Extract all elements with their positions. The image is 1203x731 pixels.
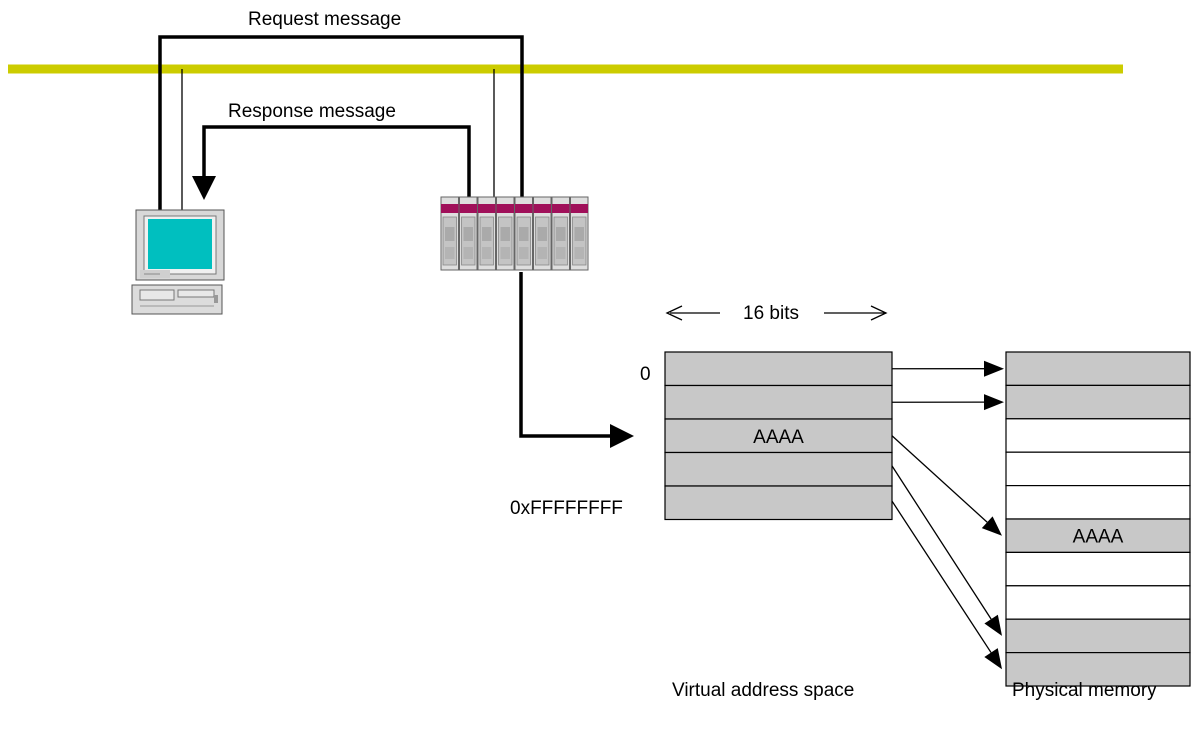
physical-cell [1005, 551, 1191, 587]
virtual-cell-label: AAAA [753, 427, 804, 448]
plc-module [440, 196, 459, 271]
virtual-cell [664, 451, 893, 487]
mapping-arrow-head [984, 614, 1002, 636]
physical-cell [1005, 585, 1191, 620]
plc-module [533, 196, 552, 271]
physical-cell-label: AAAA [1073, 527, 1124, 548]
plc-module [496, 196, 515, 271]
response-message-path [192, 125, 471, 200]
virtual-address-space-caption: Virtual address space [672, 680, 854, 701]
virtual-cell [664, 485, 893, 521]
mapping-arrow-head [984, 648, 1002, 670]
mapping-arrow [891, 435, 988, 523]
address-start-label: 0 [640, 364, 651, 385]
physical-memory-caption: Physical memory [1012, 680, 1157, 701]
virtual-cell [664, 384, 893, 420]
plc-module [514, 196, 533, 271]
physical-cell [1005, 351, 1191, 387]
address-end-label: 0xFFFFFFFF [510, 498, 623, 519]
mapping-arrow-head [983, 394, 1004, 411]
plc-module [570, 196, 589, 271]
physical-cell [1005, 651, 1191, 687]
physical-cell [1005, 418, 1191, 453]
response-message-label: Response message [228, 101, 396, 122]
plc-module [551, 196, 570, 271]
plc-to-memory-arrow [519, 272, 634, 448]
physical-cell [1005, 618, 1191, 654]
computer-icon [131, 209, 225, 315]
physical-cell [1005, 384, 1191, 420]
virtual-cell: AAAA [664, 418, 893, 454]
request-message-label: Request message [248, 9, 401, 30]
plc-module [459, 196, 478, 271]
physical-memory-table: AAAA [1005, 351, 1191, 687]
mapping-arrow-head [983, 360, 1004, 377]
request-message-path [158, 35, 524, 212]
mapping-arrow-head [981, 516, 1002, 536]
physical-cell [1005, 485, 1191, 520]
plc-module [477, 196, 496, 271]
width-indicator [665, 305, 888, 321]
plc-rack-icon [440, 196, 589, 271]
mapping-arrow [891, 465, 992, 620]
mapping-arrow [891, 500, 992, 653]
width-label: 16 bits [743, 303, 799, 324]
virtual-cell [664, 351, 893, 387]
mapping-arrows [891, 360, 1004, 670]
physical-cell: AAAA [1005, 518, 1191, 554]
virtual-address-space-table: AAAA [664, 351, 893, 521]
physical-cell [1005, 451, 1191, 487]
